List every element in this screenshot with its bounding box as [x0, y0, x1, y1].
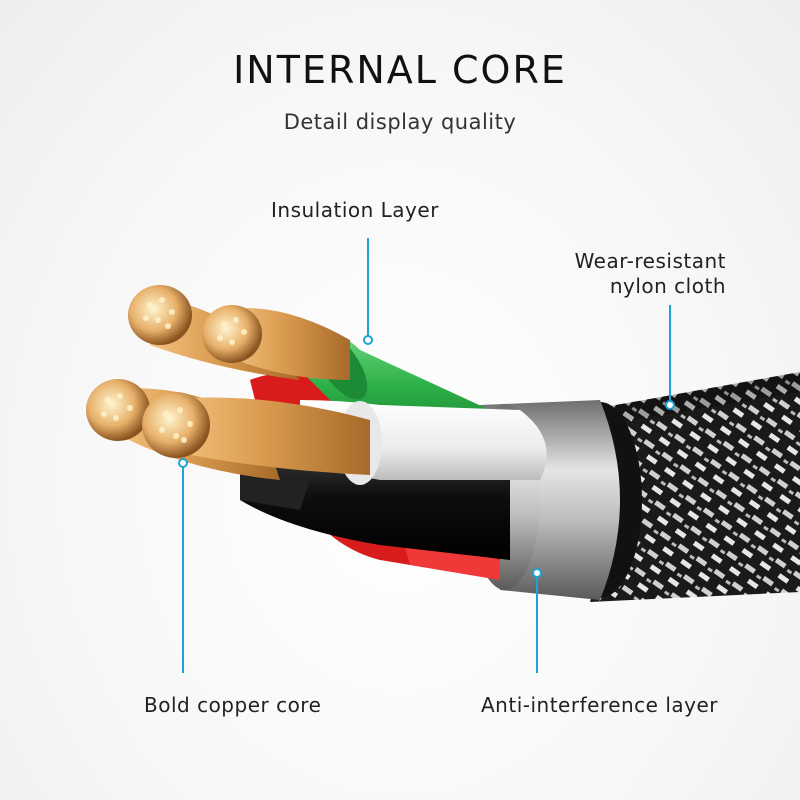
callout-copper-core: Bold copper core	[144, 693, 322, 717]
page-subtitle: Detail display quality	[283, 110, 517, 134]
callout-lines	[178, 238, 675, 673]
callout-anti-interference: Anti-interference layer	[481, 693, 719, 717]
copper-cores	[86, 285, 370, 480]
callout-wear-resistant: Wear-resistant nylon cloth	[575, 249, 726, 299]
callout-wear-line2: nylon cloth	[609, 274, 726, 298]
callout-insulation-layer: Insulation Layer	[271, 198, 439, 222]
page-title: INTERNAL CORE	[233, 48, 567, 92]
callout-wear-line1: Wear-resistant	[574, 249, 726, 273]
